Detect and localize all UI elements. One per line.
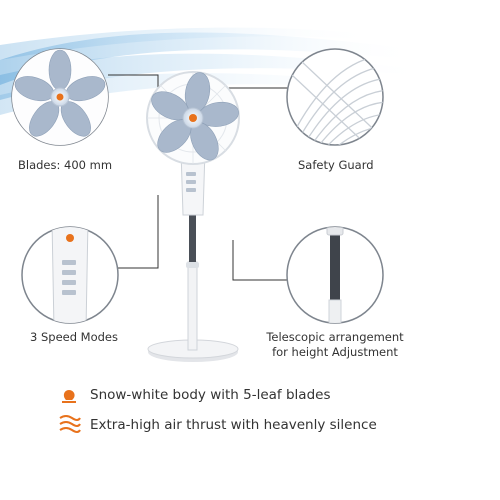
feature-text: Snow-white body with 5-leaf blades <box>90 387 331 403</box>
blades-detail-circle <box>11 48 109 146</box>
telescopic-caption-line1: Telescopic arrangement <box>266 330 404 344</box>
guard-detail-circle <box>286 48 384 146</box>
fan-blade-icon <box>60 386 78 404</box>
speed-modes-caption: 3 Speed Modes <box>30 330 119 344</box>
telescopic-detail-circle <box>286 226 384 324</box>
telescopic-caption: Telescopic arrangement for height Adjust… <box>255 330 415 360</box>
safety-guard-caption: Safety Guard <box>298 158 374 172</box>
feature-item: Extra-high air thrust with heavenly sile… <box>90 414 377 436</box>
standing-fan <box>146 71 240 362</box>
feature-text: Extra-high air thrust with heavenly sile… <box>90 417 377 433</box>
feature-item: Snow-white body with 5-leaf blades <box>90 384 330 406</box>
air-flow-icon <box>59 415 81 433</box>
blades-caption: Blades: 400 mm <box>18 158 113 172</box>
callout-lines <box>108 74 290 281</box>
speed-modes-detail-circle <box>21 226 119 324</box>
telescopic-caption-line2: for height Adjustment <box>272 345 398 359</box>
